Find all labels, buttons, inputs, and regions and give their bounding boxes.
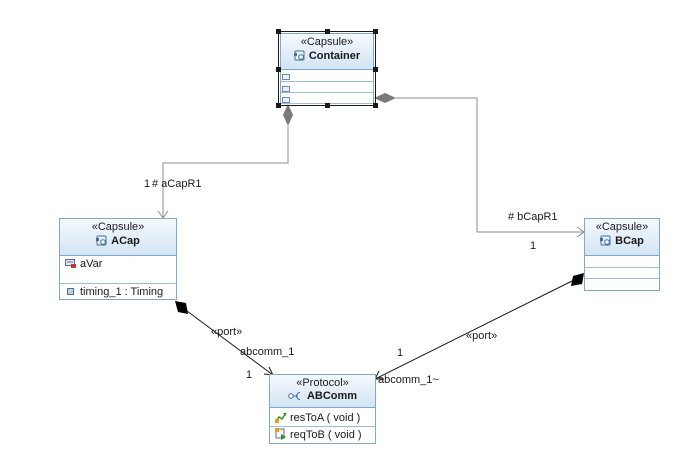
capsule-name: Container [308,50,361,62]
capsule-container-header: «Capsule» Container [281,34,373,70]
composite-diamond-acap [283,104,293,126]
compartment-toggle-icon[interactable] [282,97,290,103]
association-container-acap[interactable] [162,126,289,218]
compartment-parts[interactable] [585,279,659,290]
attribute-name: aVar [80,258,103,270]
multiplicity-bcap: 1 [530,240,537,252]
out-event-icon [275,428,287,445]
event-name: resToA ( void ) [290,412,361,424]
resize-handle-nw[interactable] [276,29,281,34]
resize-handle-n[interactable] [325,29,330,34]
capsule-bcap[interactable]: «Capsule» BCap [584,218,660,291]
compartment-attributes[interactable] [585,256,659,268]
stereotype-label: «Capsule» [300,36,354,48]
compartment-ports[interactable]: timing_1 : Timing [60,284,176,300]
compartment-toggle-icon[interactable] [282,86,290,92]
resize-handle-w[interactable] [276,67,281,72]
compartment-ports[interactable] [281,82,373,93]
port-name-right[interactable]: abcomm_1~ [378,374,439,386]
multiplicity-acap: 1 [144,178,151,190]
stereotype-label: «Capsule» [595,221,649,233]
resize-handle-e[interactable] [373,67,378,72]
protocol-name: ABComm [306,390,358,402]
port-multiplicity-left: 1 [246,369,253,381]
capsule-icon [96,234,108,250]
protocol-abcomm[interactable]: «Protocol» ABComm resToA ( void ) reqToB… [269,374,376,444]
port-stereotype-right: «port» [466,330,498,342]
event-row[interactable]: reqToB ( void ) [270,427,375,443]
port-multiplicity-right: 1 [397,347,404,359]
port-diamond-bcap [571,273,584,286]
attribute-row[interactable]: aVar [60,257,176,271]
protocol-icon [288,391,304,405]
port-icon [65,286,77,301]
event-name: reqToB ( void ) [290,429,362,441]
composite-diamond-bcap [374,93,396,103]
role-label-acap[interactable]: # aCapR1 [152,178,202,190]
stereotype-label: «Protocol» [296,377,349,389]
resize-handle-sw[interactable] [276,103,281,108]
compartment-toggle-icon[interactable] [282,74,290,80]
port-stereotype-left: «port» [211,326,243,338]
attribute-private-icon [65,258,77,273]
capsule-name: BCap [615,235,644,247]
stereotype-label: «Capsule» [91,221,145,233]
compartment-attributes[interactable]: aVar [60,256,176,284]
capsule-container[interactable]: «Capsule» Container [276,29,378,108]
event-row[interactable]: resToA ( void ) [270,410,375,427]
port-diamond-acap [175,301,188,314]
compartment-attributes[interactable] [281,70,373,82]
capsule-bcap-header: «Capsule» BCap [585,219,659,256]
protocol-abcomm-header: «Protocol» ABComm [270,375,375,408]
resize-handle-s[interactable] [325,103,330,108]
capsule-icon [600,234,612,250]
resize-handle-se[interactable] [373,103,378,108]
capsule-name: ACap [111,235,140,247]
capsule-icon [293,49,306,65]
compartment-ports[interactable] [585,268,659,279]
in-event-icon [275,411,287,428]
capsule-acap-header: «Capsule» ACap [60,219,176,256]
resize-handle-ne[interactable] [373,29,378,34]
capsule-acap[interactable]: «Capsule» ACap aVar timing_1 : Timing [59,218,177,300]
port-name: timing_1 : Timing [80,286,164,298]
port-row[interactable]: timing_1 : Timing [60,285,176,299]
port-association-acap-abcomm[interactable] [186,310,274,376]
port-association-bcap-abcomm[interactable] [374,280,573,380]
port-name-left[interactable]: abcomm_1 [240,346,295,358]
role-label-bcap[interactable]: # bCapR1 [508,211,558,223]
association-container-bcap[interactable] [396,97,584,233]
compartment-events[interactable]: resToA ( void ) reqToB ( void ) [270,408,375,443]
